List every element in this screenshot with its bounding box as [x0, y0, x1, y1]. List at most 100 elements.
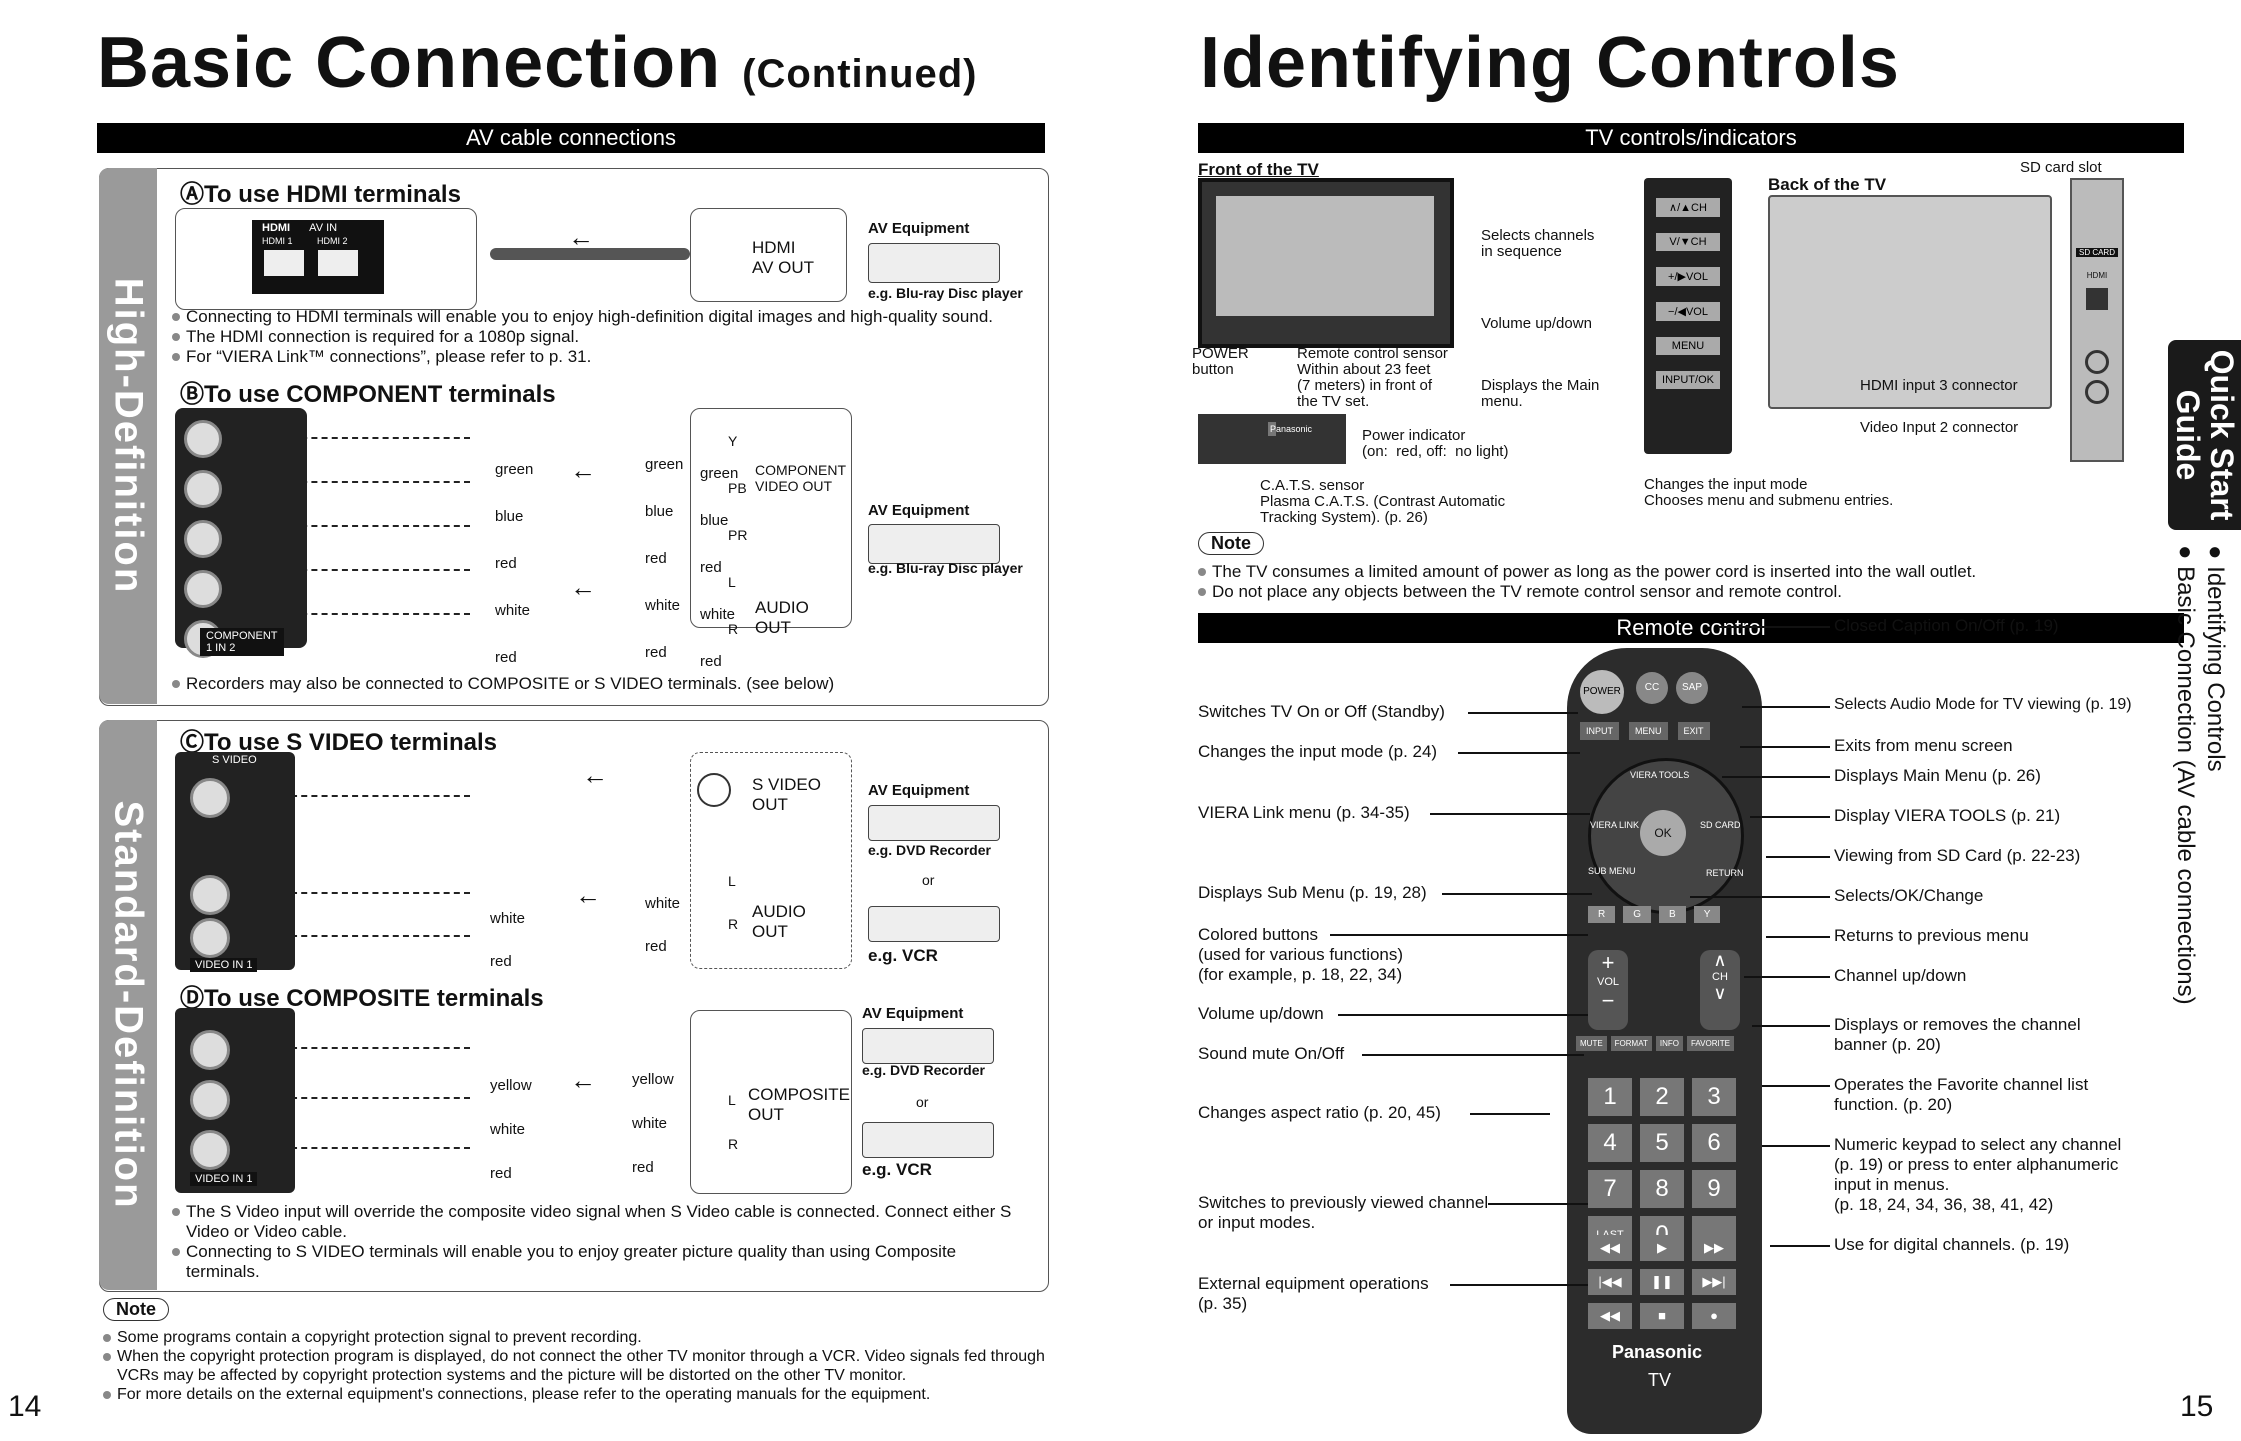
tv-bottom-zoom: Panasonic [1198, 414, 1346, 464]
remote-label-sap: Selects Audio Mode for TV viewing (p. 19… [1834, 696, 2132, 713]
remote-viera-tools-button[interactable]: VIERA TOOLS [1630, 770, 1690, 780]
dash-line [230, 935, 470, 937]
prev-chapter-icon[interactable]: ◀◀ [1588, 1303, 1632, 1329]
jack-letter: L [728, 873, 736, 889]
remote-ok-button[interactable]: OK [1640, 810, 1686, 856]
stop-icon[interactable]: ■ [1640, 1303, 1684, 1329]
play-icon[interactable]: ▶ [1640, 1235, 1684, 1261]
remote-info-button[interactable]: INFO [1655, 1036, 1683, 1051]
tv-back-image [1768, 195, 2052, 409]
skip-back-icon[interactable]: |◀◀ [1588, 1269, 1632, 1295]
svideo-jack-r[interactable] [190, 918, 230, 958]
fast-forward-icon[interactable]: ▶▶ [1692, 1235, 1736, 1261]
remote-tv-label: TV [1648, 1370, 1672, 1390]
key-6[interactable]: 6 [1692, 1124, 1736, 1162]
component-jacks [184, 420, 222, 658]
hdmi-port-2[interactable] [318, 250, 358, 276]
composite-jack-l[interactable] [190, 1080, 230, 1120]
remote-cc-button[interactable]: CC [1636, 672, 1668, 704]
key-2[interactable]: 2 [1640, 1078, 1684, 1116]
skip-forward-icon[interactable]: ▶▶| [1692, 1269, 1736, 1295]
leader-line [1690, 896, 1830, 898]
dash-line [230, 1097, 470, 1099]
jack-letter: PB [728, 480, 747, 496]
chevron-up-icon: ∧ [1713, 950, 1727, 970]
key-1[interactable]: 1 [1588, 1078, 1632, 1116]
composite-jack-r[interactable] [190, 1130, 230, 1170]
remote-exit-button[interactable]: EXIT [1677, 722, 1710, 740]
key-4[interactable]: 4 [1588, 1124, 1632, 1162]
remote-color-buttons: R G B Y [1588, 906, 1721, 923]
key-9[interactable]: 9 [1692, 1170, 1736, 1208]
svideo-heading: ⒸTo use S VIDEO terminals [180, 729, 497, 756]
remote-menu-button[interactable]: MENU [1629, 722, 1668, 740]
hdmi-device-box [690, 208, 847, 302]
cable-label: green [645, 456, 684, 473]
or-label: or [922, 872, 935, 888]
remote-vol-rocker[interactable]: + VOL − [1588, 950, 1628, 1030]
remote-red-button[interactable]: R [1588, 906, 1616, 923]
hdmi-cable [490, 248, 690, 260]
ch-down-button[interactable]: V/▼CH [1656, 233, 1720, 251]
ch-up-button[interactable]: ∧/▲CH [1656, 198, 1720, 217]
remote-sap-button[interactable]: SAP [1676, 672, 1708, 704]
cable-label: yellow [490, 1077, 532, 1094]
pause-icon[interactable]: ❚❚ [1640, 1269, 1684, 1295]
record-icon[interactable]: ● [1692, 1303, 1736, 1329]
remote-sub-menu-button[interactable]: SUB MENU [1588, 866, 1636, 876]
key-8[interactable]: 8 [1640, 1170, 1684, 1208]
input-ok-button-tv[interactable]: INPUT/OK [1656, 371, 1720, 389]
video2-jack[interactable] [2085, 350, 2109, 374]
remote-viera-link-button[interactable]: VIERA LINK [1590, 820, 1640, 830]
remote-blue-button[interactable]: B [1659, 906, 1686, 923]
remote-ch-rocker[interactable]: ∧ CH ∨ [1700, 950, 1740, 1030]
hdmi3-port[interactable] [2086, 288, 2108, 310]
remote-input-button[interactable]: INPUT [1580, 722, 1619, 740]
leader-line [1362, 1054, 1584, 1056]
key-3[interactable]: 3 [1692, 1078, 1736, 1116]
composite-out: COMPOSITE OUT [748, 1085, 851, 1124]
rewind-icon[interactable]: ◀◀ [1588, 1235, 1632, 1261]
quick-start-tab[interactable]: Quick Start Guide [2168, 340, 2241, 530]
tv-front-image [1198, 178, 1454, 348]
hdmi2-label: HDMI 2 [317, 236, 348, 246]
composite-jack-video[interactable] [190, 1030, 230, 1070]
cable-label: white [490, 910, 526, 927]
jack-label: blue [700, 512, 729, 529]
jack-pb[interactable] [184, 470, 222, 508]
vol-down-button[interactable]: −/◀VOL [1656, 302, 1720, 321]
remote-power-button[interactable]: POWER [1580, 670, 1624, 714]
jack-y[interactable] [184, 420, 222, 458]
side-sd-label: Standard-Definition [106, 800, 151, 1210]
cable-label: red [645, 938, 667, 955]
remote-label-colored: Colored buttons (used for various functi… [1198, 925, 1404, 984]
remote-label-input: Changes the input mode (p. 24) [1198, 742, 1438, 761]
hdmi-bullet: The HDMI connection is required for a 10… [172, 327, 1042, 347]
menu-button-tv[interactable]: MENU [1656, 337, 1720, 355]
hdmi-port-1[interactable] [264, 250, 304, 276]
remote-mute-button[interactable]: MUTE [1576, 1036, 1607, 1051]
key-7[interactable]: 7 [1588, 1170, 1632, 1208]
ch-label: CH [1712, 971, 1728, 983]
leader-line [1442, 893, 1592, 895]
notes-left: Some programs contain a copyright protec… [103, 1328, 1053, 1404]
jack-pr[interactable] [184, 520, 222, 558]
remote-label-mute: Sound mute On/Off [1198, 1044, 1345, 1063]
leader-line [1770, 1245, 1830, 1247]
key-5[interactable]: 5 [1640, 1124, 1684, 1162]
remote-favorite-button[interactable]: FAVORITE [1686, 1036, 1734, 1051]
hdmi-heading: ⒶTo use HDMI terminals [180, 181, 461, 208]
tv-screen [1216, 196, 1434, 316]
remote-yellow-button[interactable]: Y [1693, 906, 1721, 923]
vol-up-button[interactable]: +/▶VOL [1656, 267, 1720, 286]
svideo-jack[interactable] [190, 778, 230, 818]
jack-l[interactable] [184, 570, 222, 608]
remote-green-button[interactable]: G [1623, 906, 1652, 923]
back-of-tv-label: Back of the TV [1768, 175, 1887, 194]
audio2-jack[interactable] [2085, 380, 2109, 404]
svideo-jack-l[interactable] [190, 875, 230, 915]
remote-format-button[interactable]: FORMAT [1610, 1036, 1652, 1051]
remote-sd-card-button[interactable]: SD CARD [1700, 820, 1741, 830]
remote-return-button[interactable]: RETURN [1706, 868, 1744, 878]
changes-input-label: Changes the input mode Chooses menu and … [1644, 476, 1894, 509]
